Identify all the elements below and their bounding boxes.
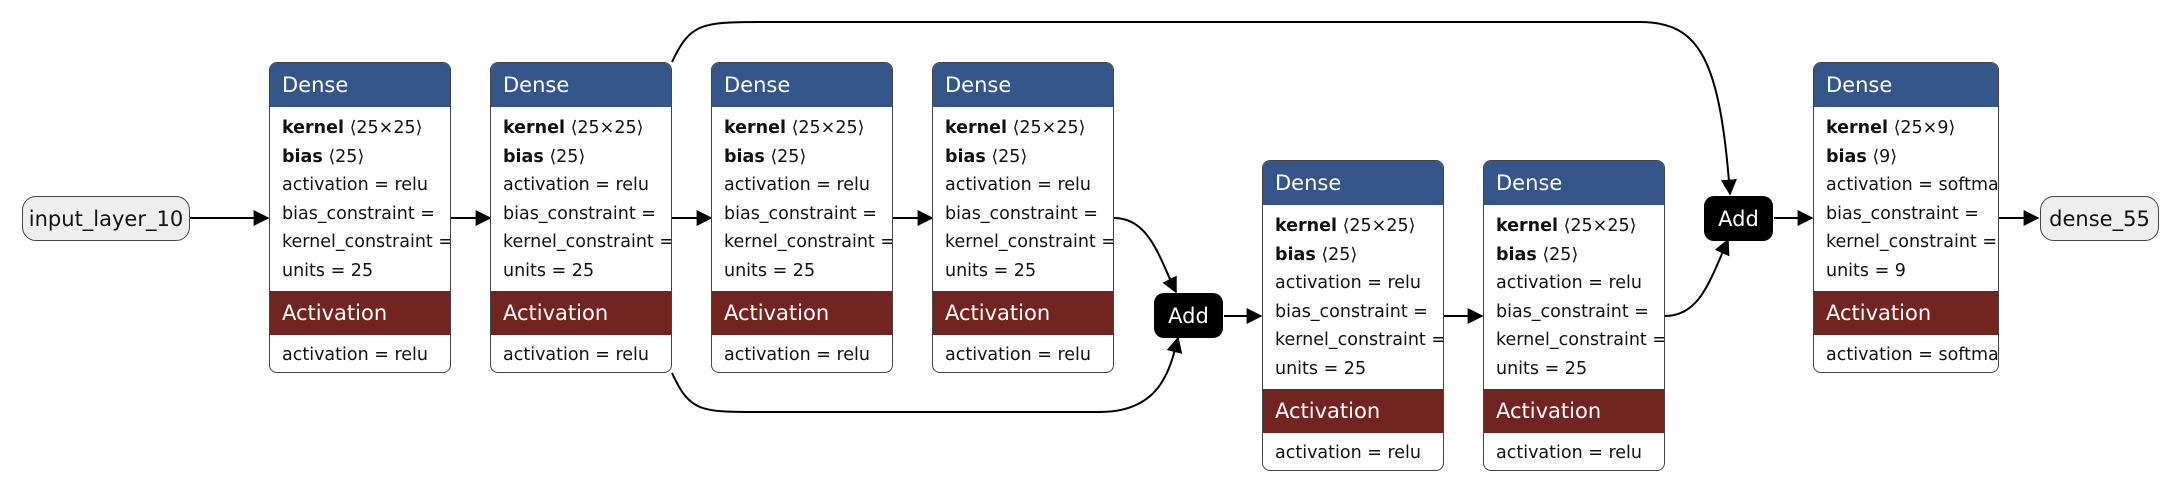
- units-param: units = 25: [945, 260, 1037, 281]
- bias-label: bias: [724, 146, 765, 167]
- edge-dense4-to-add1: [1113, 217, 1177, 294]
- activation-header: Activation: [1263, 389, 1443, 433]
- kernel-label: kernel: [945, 118, 1007, 138]
- edge-dense6-to-add2: [1664, 238, 1730, 317]
- activation-param: activation = relu: [724, 175, 870, 195]
- bias-constraint-param: bias_constraint =: [282, 203, 435, 224]
- dense-layer-2-header: Dense: [491, 63, 671, 107]
- bias-shape: ⟨9⟩: [1872, 146, 1898, 167]
- add-node-2: Add: [1704, 196, 1773, 241]
- bias-label: bias: [1826, 146, 1867, 167]
- input-node-label: input_layer_10: [28, 206, 184, 231]
- units-param: units = 25: [282, 260, 374, 281]
- activation-value: activation = relu: [282, 345, 428, 365]
- activation-value: activation = relu: [1496, 443, 1642, 463]
- add-node-1: Add: [1154, 293, 1223, 338]
- kernel-label: kernel: [724, 118, 786, 138]
- kernel-constraint-param: kernel_constraint =: [724, 232, 893, 252]
- kernel-constraint-param: kernel_constraint =: [282, 232, 451, 252]
- bias-shape: ⟨25⟩: [1542, 244, 1579, 265]
- dense-layer-5: Dense kernel ⟨25×25⟩ bias ⟨25⟩ activatio…: [1262, 160, 1444, 471]
- activation-param: activation = relu: [503, 175, 649, 195]
- activation-header: Activation: [270, 291, 450, 335]
- dense-layer-4: Dense kernel ⟨25×25⟩ bias ⟨25⟩ activatio…: [932, 62, 1114, 373]
- kernel-label: kernel: [503, 118, 565, 138]
- bias-label: bias: [1275, 244, 1316, 265]
- units-param: units = 25: [1275, 358, 1367, 379]
- kernel-label: kernel: [1275, 216, 1337, 236]
- kernel-constraint-param: kernel_constraint =: [1275, 330, 1444, 350]
- bias-shape: ⟨25⟩: [549, 146, 586, 167]
- kernel-constraint-param: kernel_constraint =: [1496, 330, 1665, 350]
- edge-dense2-skip-to-add2: [671, 21, 1737, 196]
- kernel-shape: ⟨25×25⟩: [791, 118, 865, 138]
- dense-layer-4-header: Dense: [933, 63, 1113, 107]
- kernel-shape: ⟨25×25⟩: [349, 118, 423, 138]
- activation-param: activation = relu: [282, 175, 428, 195]
- bias-shape: ⟨25⟩: [770, 146, 807, 167]
- activation-value: activation = relu: [724, 345, 870, 365]
- kernel-shape: ⟨25×25⟩: [1342, 216, 1416, 236]
- dense-layer-1: Dense kernel ⟨25×25⟩ bias ⟨25⟩ activatio…: [269, 62, 451, 373]
- kernel-label: kernel: [282, 118, 344, 138]
- bias-constraint-param: bias_constraint =: [724, 203, 877, 224]
- activation-param: activation = relu: [1275, 273, 1421, 293]
- dense-layer-7: Dense kernel ⟨25×9⟩ bias ⟨9⟩ activation …: [1813, 62, 1999, 373]
- kernel-label: kernel: [1826, 118, 1888, 138]
- dense-layer-3-header: Dense: [712, 63, 892, 107]
- bias-constraint-param: bias_constraint =: [503, 203, 656, 224]
- bias-constraint-param: bias_constraint =: [1826, 203, 1979, 224]
- dense-layer-6: Dense kernel ⟨25×25⟩ bias ⟨25⟩ activatio…: [1483, 160, 1665, 471]
- units-param: units = 25: [503, 260, 595, 281]
- activation-header: Activation: [1814, 291, 1998, 335]
- dense-layer-3: Dense kernel ⟨25×25⟩ bias ⟨25⟩ activatio…: [711, 62, 893, 373]
- bias-label: bias: [282, 146, 323, 167]
- activation-header: Activation: [491, 291, 671, 335]
- dense-layer-2: Dense kernel ⟨25×25⟩ bias ⟨25⟩ activatio…: [490, 62, 672, 373]
- units-param: units = 25: [724, 260, 816, 281]
- add-node-2-label: Add: [1718, 206, 1759, 231]
- activation-value: activation = relu: [945, 345, 1091, 365]
- kernel-shape: ⟨25×25⟩: [570, 118, 644, 138]
- bias-constraint-param: bias_constraint =: [1275, 301, 1428, 322]
- activation-value: activation = relu: [1275, 443, 1421, 463]
- kernel-shape: ⟨25×9⟩: [1893, 118, 1956, 138]
- dense-layer-5-header: Dense: [1263, 161, 1443, 205]
- activation-param: activation = relu: [1496, 273, 1642, 293]
- activation-value: activation = relu: [503, 345, 649, 365]
- bias-label: bias: [1496, 244, 1537, 265]
- bias-shape: ⟨25⟩: [328, 146, 365, 167]
- activation-header: Activation: [933, 291, 1113, 335]
- activation-value: activation = softmax: [1826, 345, 1999, 365]
- units-param: units = 25: [1496, 358, 1588, 379]
- bias-shape: ⟨25⟩: [1321, 244, 1358, 265]
- kernel-constraint-param: kernel_constraint =: [1826, 232, 1997, 252]
- activation-param: activation = softmax: [1826, 175, 1999, 195]
- output-node: dense_55: [2040, 196, 2159, 241]
- bias-constraint-param: bias_constraint =: [1496, 301, 1649, 322]
- dense-layer-6-header: Dense: [1484, 161, 1664, 205]
- bias-label: bias: [945, 146, 986, 167]
- kernel-constraint-param: kernel_constraint =: [945, 232, 1114, 252]
- dense-layer-7-header: Dense: [1814, 63, 1998, 107]
- input-node: input_layer_10: [22, 196, 190, 241]
- bias-label: bias: [503, 146, 544, 167]
- bias-constraint-param: bias_constraint =: [945, 203, 1098, 224]
- kernel-label: kernel: [1496, 216, 1558, 236]
- add-node-1-label: Add: [1168, 303, 1209, 328]
- kernel-shape: ⟨25×25⟩: [1563, 216, 1637, 236]
- activation-header: Activation: [1484, 389, 1664, 433]
- edge-dense2-skip-to-add1: [671, 336, 1183, 413]
- activation-header: Activation: [712, 291, 892, 335]
- kernel-shape: ⟨25×25⟩: [1012, 118, 1086, 138]
- units-param: units = 9: [1826, 260, 1906, 281]
- output-node-label: dense_55: [2049, 206, 2150, 231]
- bias-shape: ⟨25⟩: [991, 146, 1028, 167]
- kernel-constraint-param: kernel_constraint =: [503, 232, 672, 252]
- activation-param: activation = relu: [945, 175, 1091, 195]
- dense-layer-1-header: Dense: [270, 63, 450, 107]
